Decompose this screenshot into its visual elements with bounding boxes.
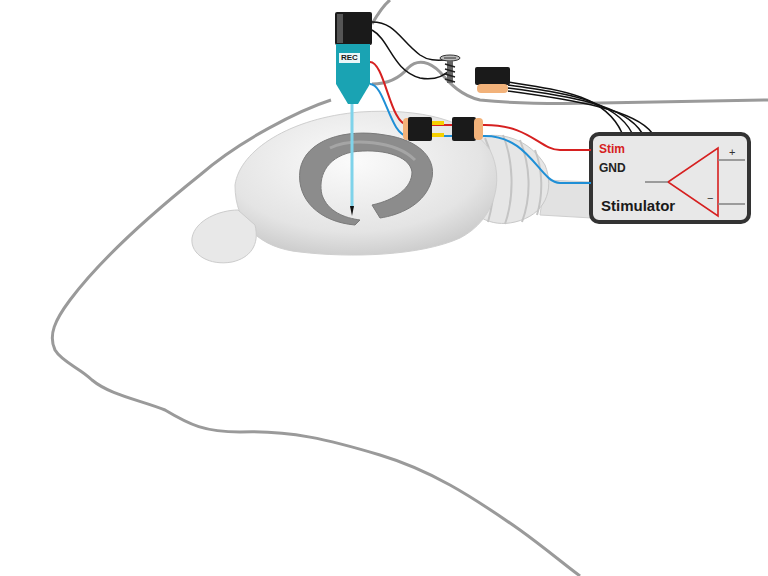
brain [192, 111, 592, 263]
terminal-name: GND [599, 162, 626, 174]
headstage-shape [336, 44, 370, 104]
electrode-tip [350, 206, 354, 216]
polarity-sign: + [729, 147, 735, 158]
headstage: REC [336, 44, 370, 104]
head-outline-back [372, 0, 390, 24]
wire-connector [403, 117, 483, 141]
polarity-sign: − [707, 193, 713, 204]
headstage-cap [335, 12, 372, 45]
channel-tag: REC [339, 53, 360, 63]
headstage-cap-highlight [337, 14, 343, 43]
connector-block [475, 67, 510, 93]
control-wire [508, 85, 632, 133]
stimulator-housing [591, 134, 749, 222]
head-outline [52, 100, 580, 576]
ground-wire [372, 30, 452, 79]
signal-wire [370, 84, 591, 183]
control-wire [508, 91, 652, 133]
electrode-shaft [351, 104, 354, 208]
terminal-name: Stim [599, 143, 625, 155]
control-wire [508, 88, 642, 133]
skull-screw [440, 55, 460, 83]
signal-wire [370, 62, 591, 150]
device-name: Stimulator [601, 197, 675, 214]
